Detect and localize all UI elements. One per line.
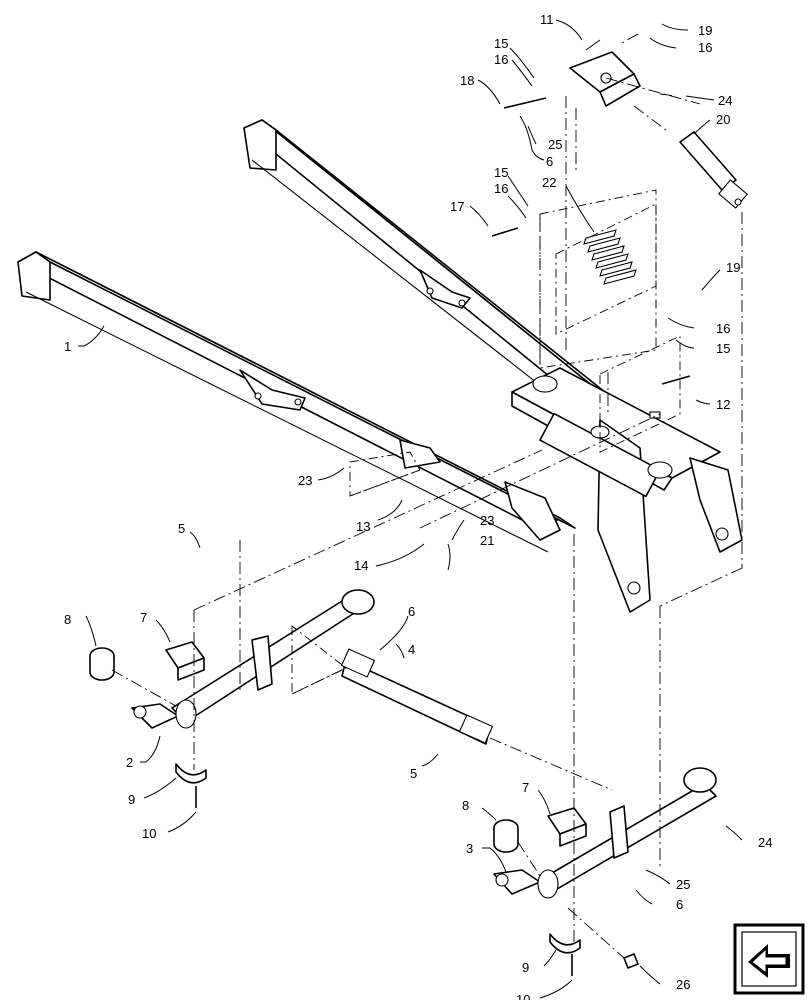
callout-14: 14 (354, 558, 368, 573)
bushing-8-left (89, 647, 115, 681)
callout-26: 26 (676, 977, 690, 992)
callout-25a: 25 (548, 137, 562, 152)
callout-18: 18 (460, 73, 474, 88)
pivot-axle-3 (493, 767, 717, 899)
callout-20: 20 (716, 112, 730, 127)
spring-assembly (583, 229, 637, 285)
callout-9a: 9 (128, 792, 135, 807)
callout-7a: 7 (140, 610, 147, 625)
clamp-9-right (549, 933, 581, 954)
bolt-18 (503, 97, 547, 109)
frame-arm-upper (243, 119, 641, 441)
callout-17: 17 (450, 199, 464, 214)
link-bar (340, 648, 494, 745)
callout-21: 21 (480, 533, 494, 548)
hydraulic-cylinder (679, 131, 748, 209)
dashed-boxes (291, 189, 681, 695)
bushing-8-right (493, 819, 519, 853)
callout-25b: 25 (676, 877, 690, 892)
callout-15a: 15 (494, 36, 508, 51)
callout-12: 12 (716, 397, 730, 412)
callout-15c: 15 (716, 341, 730, 356)
callout-5b: 5 (410, 766, 417, 781)
plate-26 (623, 953, 639, 969)
callout-13: 13 (356, 519, 370, 534)
callout-23b: 23 (480, 513, 494, 528)
callout-11: 11 (540, 12, 554, 27)
callout-15b: 15 (494, 165, 508, 180)
callout-16b: 16 (494, 181, 508, 196)
callout-10a: 10 (142, 826, 156, 841)
pin-12 (661, 375, 691, 385)
assembly-centerlines (111, 33, 743, 959)
clamp-9-left (175, 763, 207, 784)
callout-2: 2 (126, 755, 133, 770)
cylinder-mount-bracket (569, 39, 641, 107)
callout-3: 3 (466, 841, 473, 856)
center-hitch-frame (399, 367, 743, 613)
callout-10b: 10 (516, 992, 530, 1000)
callout-5a: 5 (178, 521, 185, 536)
callout-7b: 7 (522, 780, 529, 795)
callout-24a: 24 (718, 93, 732, 108)
callout-23a: 23 (298, 473, 312, 488)
callout-6b: 6 (546, 154, 553, 169)
pivot-axle-2 (131, 589, 375, 729)
clamp-7-right (547, 807, 587, 847)
callout-16a: 16 (494, 52, 508, 67)
callout-24b: 24 (758, 835, 772, 850)
callout-19a: 19 (698, 23, 712, 38)
callout-1: 1 (64, 339, 71, 354)
callout-16d: 16 (716, 321, 730, 336)
callout-numbers: 1 2 3 4 5 5 6 6 6 7 7 8 8 9 9 10 10 11 1… (64, 12, 772, 1000)
clamp-7-left (165, 641, 205, 681)
callout-6c: 6 (676, 897, 683, 912)
callout-6a: 6 (408, 604, 415, 619)
previous-page-arrow-icon[interactable] (733, 923, 805, 995)
callout-16c: 16 (698, 40, 712, 55)
callout-9b: 9 (522, 960, 529, 975)
callout-19b: 19 (726, 260, 740, 275)
callout-8b: 8 (462, 798, 469, 813)
callout-8a: 8 (64, 612, 71, 627)
frame-arm-lower (17, 251, 576, 553)
bolt-17 (491, 227, 519, 237)
callout-4: 4 (408, 642, 415, 657)
callout-leaders (78, 19, 743, 999)
callout-22: 22 (542, 175, 556, 190)
